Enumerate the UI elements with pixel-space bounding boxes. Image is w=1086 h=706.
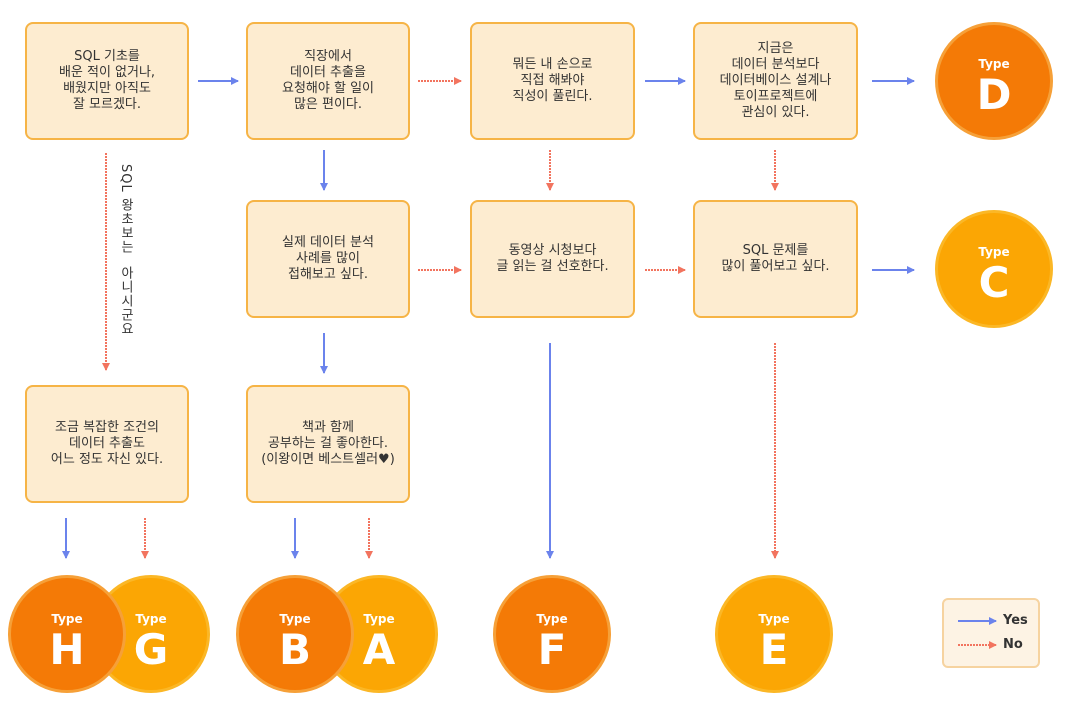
- type-g-label: Type: [135, 612, 167, 626]
- type-c-letter: C: [978, 258, 1010, 307]
- legend-yes-label: Yes: [1003, 613, 1028, 628]
- legend-no-label: No: [1003, 637, 1023, 652]
- type-h-letter: H: [49, 625, 85, 674]
- type-c-label: Type: [978, 245, 1010, 259]
- question-complex-conditions: 조금 복잡한 조건의 데이터 추출도 어느 정도 자신 있다.: [25, 385, 189, 503]
- side-note-not-beginner-1: SQL 왕초보는: [118, 164, 133, 254]
- legend: [942, 598, 1040, 668]
- type-b-letter: B: [278, 625, 311, 674]
- question-hands-on: 뭐든 내 손으로 직접 해봐야 직성이 풀린다.: [470, 22, 635, 140]
- question-db-design-interest: 지금은 데이터 분석보다 데이터베이스 설계나 토이프로젝트에 관심이 있다.: [693, 22, 858, 140]
- question-real-cases: 실제 데이터 분석 사례를 많이 접해보고 싶다.: [246, 200, 410, 318]
- type-h-label: Type: [51, 612, 83, 626]
- type-e-label: Type: [758, 612, 790, 626]
- type-a-letter: A: [362, 625, 396, 674]
- question-books: 책과 함께 공부하는 걸 좋아한다. (이왕이면 베스트셀러♥): [246, 385, 410, 503]
- type-a-label: Type: [363, 612, 395, 626]
- type-f-label: Type: [536, 612, 568, 626]
- question-prefer-reading: 동영상 시청보다 글 읽는 걸 선호한다.: [470, 200, 635, 318]
- question-data-extraction: 직장에서 데이터 추출을 요청해야 할 일이 많은 편이다.: [246, 22, 410, 140]
- type-d-label: Type: [978, 57, 1010, 71]
- type-c-circle: Type C: [935, 210, 1053, 328]
- type-d-letter: D: [976, 70, 1012, 119]
- type-g-letter: G: [133, 625, 169, 674]
- type-f-letter: F: [537, 625, 567, 674]
- type-e-circle: Type E: [715, 575, 833, 693]
- type-e-letter: E: [759, 625, 789, 674]
- type-h-circle: Type H: [8, 575, 126, 693]
- type-b-circle: Type B: [236, 575, 354, 693]
- question-sql-basics: SQL 기초를 배운 적이 없거나, 배웠지만 아직도 잘 모르겠다.: [25, 22, 189, 140]
- side-note-not-beginner-2: 아니시군요: [118, 266, 133, 336]
- type-f-circle: Type F: [493, 575, 611, 693]
- type-d-circle: Type D: [935, 22, 1053, 140]
- question-practice-problems: SQL 문제를 많이 풀어보고 싶다.: [693, 200, 858, 318]
- type-b-label: Type: [279, 612, 311, 626]
